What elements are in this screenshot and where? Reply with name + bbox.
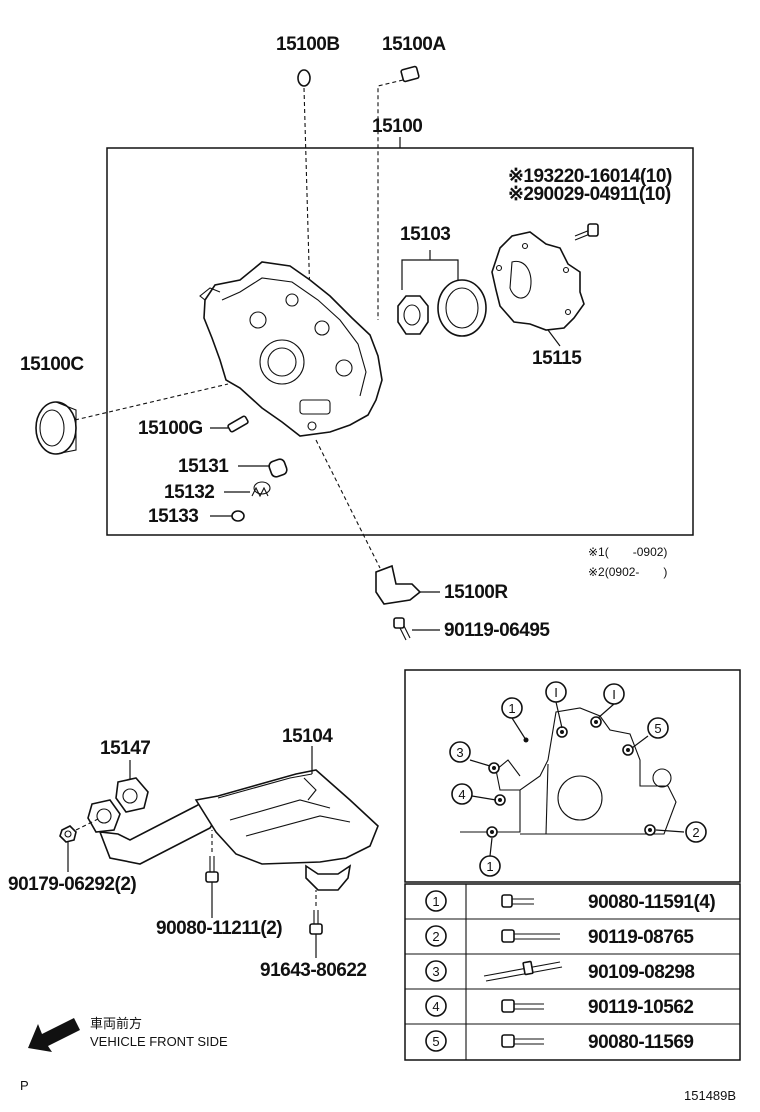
spring-15132 bbox=[251, 481, 271, 498]
cover-screw bbox=[574, 223, 599, 241]
svg-text:90080-11569: 90080-11569 bbox=[588, 1032, 693, 1053]
label-15104: 15104 bbox=[282, 726, 333, 747]
bolt-90119-06495 bbox=[393, 617, 411, 641]
label-15100B: 15100B bbox=[276, 34, 340, 55]
page-code: P bbox=[20, 1078, 29, 1093]
label-15133: 15133 bbox=[148, 506, 198, 527]
direction-label-en: VEHICLE FRONT SIDE bbox=[90, 1034, 228, 1049]
label-15132: 15132 bbox=[164, 482, 214, 503]
svg-text:1: 1 bbox=[508, 701, 515, 716]
label-15100C: 15100C bbox=[20, 354, 84, 375]
label-90179-06292: 90179-06292(2) bbox=[8, 874, 136, 895]
oil-pump-body-15100 bbox=[199, 261, 383, 437]
inset-marker: 2 bbox=[685, 821, 707, 843]
stud-bolt-icon bbox=[483, 960, 563, 982]
bolt-note-1: ※193220-16014(10) bbox=[508, 166, 672, 187]
svg-text:I: I bbox=[612, 687, 616, 702]
label-15103: 15103 bbox=[400, 224, 450, 245]
bolt-table-row: 3 90109-08298 bbox=[425, 960, 695, 983]
inner-rotor-15103 bbox=[397, 295, 429, 335]
svg-text:2: 2 bbox=[692, 825, 699, 840]
note-range-2: ※2(0902- ) bbox=[588, 565, 667, 579]
drawing-number: 151489B bbox=[684, 1088, 736, 1103]
svg-text:90109-08298: 90109-08298 bbox=[588, 962, 695, 983]
svg-text:5: 5 bbox=[654, 721, 661, 736]
inset-marker: I bbox=[545, 681, 567, 703]
label-15147: 15147 bbox=[100, 738, 150, 759]
label-15131: 15131 bbox=[178, 456, 229, 477]
nut-90179-06292 bbox=[59, 825, 77, 843]
svg-text:4: 4 bbox=[432, 999, 439, 1014]
bolt-table-row: 4 90119-10562 bbox=[425, 995, 694, 1018]
inset-cover-outline bbox=[460, 707, 677, 835]
label-15115: 15115 bbox=[532, 348, 582, 369]
bolt-location-inset bbox=[404, 669, 741, 883]
note-range-1: ※1( -0902) bbox=[588, 545, 667, 559]
outer-rotor-15103 bbox=[437, 279, 487, 337]
pump-cover-15115 bbox=[491, 231, 585, 331]
label-15100R: 15100R bbox=[444, 582, 508, 603]
direction-label-jp: 車両前方 bbox=[90, 1016, 142, 1031]
bolt-icon bbox=[501, 894, 534, 908]
inset-marker: I bbox=[603, 683, 625, 705]
svg-text:90080-11591(4): 90080-11591(4) bbox=[588, 892, 715, 913]
label-15100: 15100 bbox=[372, 116, 422, 137]
bolt-icon bbox=[501, 999, 544, 1013]
inset-marker: 4 bbox=[451, 783, 473, 805]
label-15100A: 15100A bbox=[382, 34, 446, 55]
svg-text:90119-08765: 90119-08765 bbox=[588, 927, 694, 948]
svg-text:90119-10562: 90119-10562 bbox=[588, 997, 693, 1018]
bolt-note-2: ※290029-04911(10) bbox=[508, 184, 671, 205]
bolt-91643-80622 bbox=[309, 910, 323, 935]
plug-15133 bbox=[231, 510, 245, 522]
label-15100G: 15100G bbox=[138, 418, 203, 439]
svg-text:1: 1 bbox=[432, 894, 439, 909]
stud-15100G bbox=[227, 415, 249, 433]
svg-text:5: 5 bbox=[432, 1034, 439, 1049]
gasket-15147 bbox=[115, 777, 149, 813]
strainer-15104 bbox=[87, 769, 379, 891]
inset-marker: 1 bbox=[501, 697, 523, 719]
label-91643-80622: 91643-80622 bbox=[260, 960, 367, 981]
svg-text:3: 3 bbox=[456, 745, 463, 760]
inset-marker: 3 bbox=[449, 741, 471, 763]
label-90119-06495: 90119-06495 bbox=[444, 620, 550, 641]
relief-valve-15131 bbox=[268, 458, 288, 478]
bolt-table-row: 1 90080-11591(4) bbox=[425, 890, 716, 913]
bolt-table-row: 2 90119-08765 bbox=[425, 925, 695, 948]
bolt-icon bbox=[501, 929, 560, 943]
svg-text:4: 4 bbox=[458, 787, 465, 802]
label-90080-11211: 90080-11211(2) bbox=[156, 918, 282, 939]
sensor-15100R bbox=[375, 564, 422, 605]
bolt-icon bbox=[501, 1034, 544, 1048]
svg-text:I: I bbox=[554, 685, 558, 700]
inset-marker: 5 bbox=[647, 717, 669, 739]
bolt-table bbox=[404, 883, 741, 1061]
bolt-table-row: 5 90080-11569 bbox=[425, 1030, 694, 1053]
svg-text:3: 3 bbox=[432, 964, 439, 979]
vehicle-front-arrow-icon bbox=[28, 1018, 80, 1052]
svg-text:1: 1 bbox=[486, 859, 493, 874]
svg-text:2: 2 bbox=[432, 929, 439, 944]
oil-seal-15100C bbox=[35, 401, 77, 455]
plug-15100A bbox=[400, 65, 420, 83]
bolt-90080-11211 bbox=[205, 856, 219, 883]
o-ring-15100B bbox=[297, 69, 311, 87]
inset-marker: 1 bbox=[479, 855, 501, 877]
